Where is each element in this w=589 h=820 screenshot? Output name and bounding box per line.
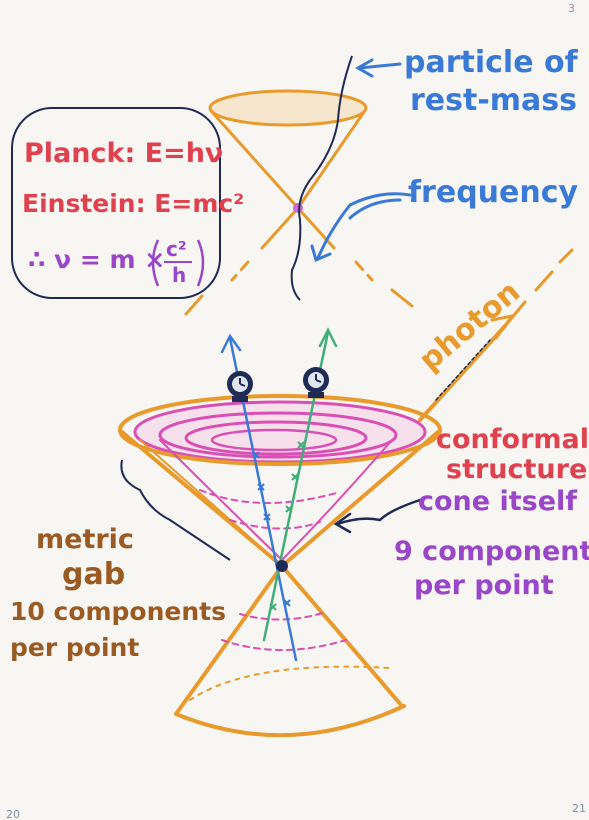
- metric-label-line4: per point: [10, 633, 139, 662]
- fraction-denominator: h: [172, 263, 186, 287]
- formula-box: [11, 107, 221, 299]
- past-light-cone: [174, 564, 406, 738]
- fraction-paren-left: [151, 239, 160, 287]
- clock-icon: [227, 371, 253, 402]
- clock-icon: [303, 367, 329, 398]
- conformal-arrow: [333, 498, 422, 534]
- particle-arrow: [354, 58, 402, 78]
- page-number-bottom-right: 21: [572, 802, 586, 815]
- cone-itself-label: cone itself: [418, 486, 577, 517]
- conformal-label-line1: conformal: [436, 424, 589, 455]
- photon-arrow: [418, 248, 574, 422]
- therefore-formula: ∴ ν = m ×: [28, 245, 165, 274]
- page-number-top-right: 3: [568, 2, 575, 15]
- frequency-label: frequency ν: [408, 175, 589, 210]
- metric-label-line1: metric: [36, 524, 134, 555]
- nine-components-line1: 9 components: [394, 536, 589, 567]
- fraction-paren-right: [196, 239, 205, 287]
- event-point-upper: [293, 203, 303, 213]
- frequency-arrow: [310, 192, 412, 263]
- conformal-label-line2: structure: [446, 454, 587, 485]
- metric-bracket: [120, 459, 231, 561]
- fraction-numerator: c²: [166, 237, 187, 261]
- particle-label-line2: rest-mass m: [410, 83, 589, 118]
- worldline-ticks: [252, 451, 291, 607]
- particle-worldline: [290, 55, 353, 301]
- future-light-cone: [118, 394, 442, 568]
- page-number-bottom-left: 20: [6, 808, 20, 820]
- metric-label-line3: 10 components: [10, 597, 226, 626]
- planck-formula: Planck: E=hν: [24, 138, 223, 169]
- upper-light-cone: [184, 89, 414, 316]
- metric-label-line2: gab: [62, 557, 125, 592]
- nine-components-line2: per point: [414, 570, 554, 601]
- worldline-ticks-green: [269, 441, 305, 611]
- event-point-lower: [276, 560, 288, 572]
- particle-label-line1: particle of: [404, 45, 579, 80]
- einstein-formula: Einstein: E=mc²: [22, 189, 244, 218]
